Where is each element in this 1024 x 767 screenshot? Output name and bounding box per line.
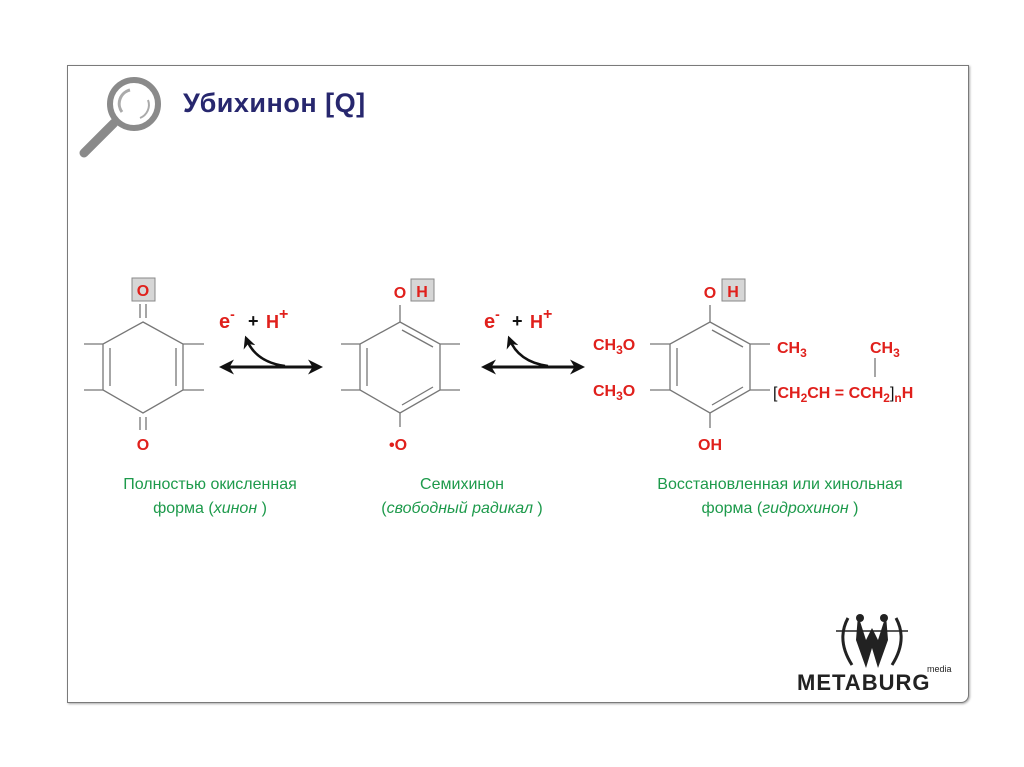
reaction-arrow-1: e- + H+ [219, 306, 323, 375]
electron-label: e [484, 311, 495, 333]
semiquinone-radical-oxygen: •O [389, 437, 407, 454]
svg-text:форма (хинон ): форма (хинон ) [153, 500, 267, 517]
caption-hydroquinone: Восстановленная или хинольная форма (гид… [657, 476, 902, 517]
quinone-structure: O O [84, 277, 204, 454]
metaburg-logo: media METABURG [797, 614, 952, 695]
svg-text:METABURG: METABURG [797, 670, 930, 695]
hydroquinone-hydrogen: H [727, 284, 739, 301]
svg-text:Восстановленная или хинольная: Восстановленная или хинольная [657, 476, 902, 493]
caption-semiquinone: Семихинон (свободный радикал ) [381, 476, 543, 517]
electron-label: e [219, 311, 230, 333]
hydroquinone-hydroxyl: OH [698, 437, 722, 454]
isoprenoid-chain: [CH2CH = CCH2]nH [773, 385, 913, 405]
magnifier-icon [79, 77, 161, 158]
methyl-group: CH3 [777, 340, 807, 360]
methoxy-group-2: CH3O [593, 383, 635, 403]
svg-text:e-: e- [484, 306, 500, 333]
svg-text:e-: e- [219, 306, 235, 333]
quinone-bottom-oxygen: O [137, 437, 149, 454]
proton-label: H [266, 312, 279, 332]
svg-text:H+: H+ [266, 306, 288, 332]
svg-text:media: media [927, 664, 952, 674]
svg-text:форма (гидрохинон ): форма (гидрохинон ) [702, 500, 859, 517]
proton-label: H [530, 312, 543, 332]
semiquinone-hydrogen: H [416, 284, 428, 301]
hydroquinone-top-oxygen: O [704, 285, 716, 302]
hydroquinone-structure: O H OH CH3O CH3O CH3 CH3 [CH2CH = CCH2]n… [593, 278, 913, 454]
slide-frame [67, 65, 969, 703]
plus-sign: + [248, 311, 259, 331]
semiquinone-structure: O H •O [341, 278, 460, 454]
caption-quinone: Полностью окисленная форма (хинон ) [123, 476, 297, 517]
svg-text:(свободный радикал ): (свободный радикал ) [381, 500, 543, 517]
plus-sign: + [512, 311, 523, 331]
slide-title: Убихинон [Q] [183, 88, 366, 118]
chain-methyl-group: CH3 [870, 340, 900, 360]
quinone-top-oxygen: O [137, 283, 149, 300]
reaction-arrow-2: e- + H+ [481, 306, 585, 375]
svg-text:Полностью окисленная: Полностью окисленная [123, 476, 297, 493]
svg-text:Семихинон: Семихинон [420, 476, 504, 493]
semiquinone-top-oxygen: O [394, 285, 406, 302]
svg-text:H+: H+ [530, 306, 552, 332]
methoxy-group-1: CH3O [593, 337, 635, 357]
